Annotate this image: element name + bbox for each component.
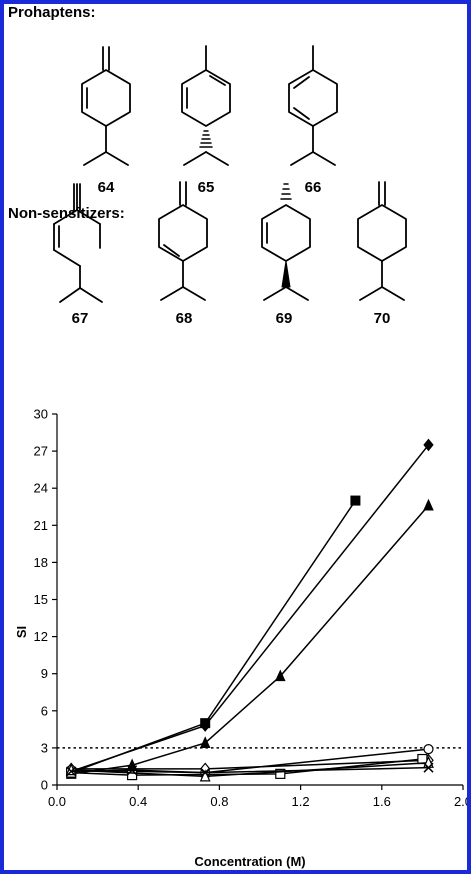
compound-label-70: 70 xyxy=(374,310,391,327)
y-tick-label: 24 xyxy=(34,481,48,496)
y-tick-label: 3 xyxy=(41,740,48,755)
structure-67 xyxy=(53,183,103,303)
compound-label-67: 67 xyxy=(72,310,89,327)
y-axis-title: SI xyxy=(14,626,29,638)
structure-66 xyxy=(288,45,338,166)
x-tick-label: 2.0 xyxy=(454,794,467,809)
chemical-structures: 64 65 66 67 68 69 70 xyxy=(53,45,407,327)
wedge-bond xyxy=(281,260,291,288)
series-line xyxy=(71,505,430,775)
series-line xyxy=(71,766,429,774)
x-tick-label: 0.0 xyxy=(48,794,66,809)
series-x-cross xyxy=(66,762,434,778)
structure-68 xyxy=(158,181,208,301)
y-tick-label: 15 xyxy=(34,592,48,607)
series-filled-diamond xyxy=(66,438,434,778)
series-line xyxy=(70,500,357,774)
prohaptens-heading: Prohaptens: xyxy=(8,4,96,21)
series-line xyxy=(70,444,430,773)
y-tick-label: 21 xyxy=(34,518,48,533)
x-cross-stroke xyxy=(423,762,434,773)
data-point-filled-diamond xyxy=(423,438,434,452)
data-point-open-circle xyxy=(423,744,434,755)
data-point-filled-square xyxy=(200,718,211,729)
y-tick-label: 27 xyxy=(34,444,48,459)
data-point-filled-square xyxy=(350,495,361,506)
structure-64 xyxy=(81,46,131,166)
compound-label-64: 64 xyxy=(98,179,115,196)
non-sensitizers-heading: Non-sensitizers: xyxy=(8,205,125,222)
x-tick-label: 1.2 xyxy=(292,794,310,809)
y-tick-label: 0 xyxy=(41,778,48,793)
data-point-filled-triangle xyxy=(199,736,211,748)
data-point-open-square xyxy=(275,768,286,779)
data-point-x-cross xyxy=(127,765,138,776)
structure-65 xyxy=(181,45,231,166)
y-tick-label: 12 xyxy=(34,629,48,644)
x-axis-title: Concentration (M) xyxy=(194,854,305,869)
y-tick-label: 18 xyxy=(34,555,48,570)
compound-label-65: 65 xyxy=(198,179,215,196)
data-point-x-cross xyxy=(423,762,434,773)
y-tick-label: 30 xyxy=(34,407,48,422)
chart-series xyxy=(65,438,434,782)
x-cross-stroke xyxy=(127,765,138,776)
x-cross-stroke xyxy=(66,766,77,777)
compound-label-66: 66 xyxy=(305,179,322,196)
compound-label-68: 68 xyxy=(176,310,193,327)
data-point-filled-triangle xyxy=(423,498,434,511)
y-tick-label: 9 xyxy=(41,666,48,681)
data-point-open-square xyxy=(127,770,138,781)
x-cross-stroke xyxy=(200,767,211,778)
compound-label-69: 69 xyxy=(276,310,293,327)
chart-ticks: 0 3 6 9 12 15 18 21 24 27 30 0.0 0.4 0.8 1.2 1.6 2.0 xyxy=(34,407,467,810)
x-tick-label: 0.8 xyxy=(210,794,228,809)
series-filled-triangle xyxy=(65,498,434,779)
data-point-x-cross xyxy=(66,766,77,777)
x-tick-label: 1.6 xyxy=(373,794,391,809)
x-tick-label: 0.4 xyxy=(129,794,147,809)
chart-axes xyxy=(56,414,463,786)
data-point-x-cross xyxy=(200,767,211,778)
si-chart: 0 3 6 9 12 15 18 21 24 27 30 0.0 0.4 0.8 1.2 1.6 2.0 Con… xyxy=(14,407,467,870)
data-point-filled-triangle xyxy=(275,669,286,682)
y-tick-label: 6 xyxy=(41,703,48,718)
structure-70 xyxy=(357,181,407,301)
